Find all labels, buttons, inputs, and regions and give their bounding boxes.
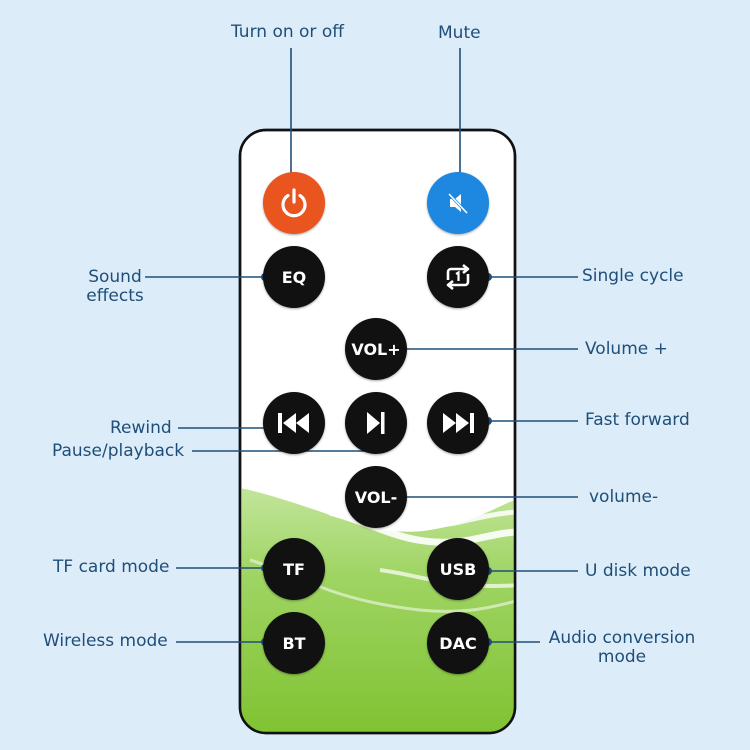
fast-forward-icon bbox=[443, 413, 474, 433]
repeat-one-icon bbox=[446, 263, 470, 291]
label-audio-conversion-line2: mode bbox=[597, 647, 647, 667]
bt-button[interactable]: BT bbox=[263, 612, 325, 674]
speaker-muted-icon bbox=[447, 192, 469, 215]
bt-button-label: BT bbox=[282, 633, 306, 653]
tf-button-label: TF bbox=[283, 559, 305, 579]
usb-button[interactable]: USB bbox=[427, 538, 489, 600]
volume-up-button[interactable]: VOL+ bbox=[345, 318, 407, 380]
volume-up-button-label: VOL+ bbox=[351, 339, 401, 359]
label-pause-playback: Pause/playback bbox=[52, 441, 185, 461]
play-pause-button[interactable] bbox=[345, 392, 407, 454]
fast-forward-button[interactable] bbox=[427, 392, 489, 454]
single-cycle-button[interactable] bbox=[427, 246, 489, 308]
tf-button[interactable]: TF bbox=[263, 538, 325, 600]
dac-button-label: DAC bbox=[439, 633, 477, 653]
eq-button-label: EQ bbox=[281, 267, 307, 287]
eq-button[interactable]: EQ bbox=[263, 246, 325, 308]
label-single-cycle: Single cycle bbox=[582, 266, 684, 286]
label-volume-up: Volume + bbox=[585, 339, 668, 359]
label-mute: Mute bbox=[438, 23, 481, 43]
label-power: Turn on or off bbox=[231, 22, 344, 42]
label-rewind: Rewind bbox=[110, 418, 172, 438]
label-sound-effects-line1: Sound bbox=[88, 267, 142, 287]
play-pause-icon bbox=[367, 412, 385, 434]
power-icon bbox=[281, 188, 307, 218]
label-tf-card-mode: TF card mode bbox=[53, 557, 170, 577]
label-volume-down: volume- bbox=[589, 487, 659, 507]
rewind-button[interactable] bbox=[263, 392, 325, 454]
label-wireless-mode: Wireless mode bbox=[43, 631, 168, 651]
mute-button[interactable] bbox=[427, 172, 489, 234]
label-audio-conversion-line1: Audio conversion bbox=[548, 628, 696, 648]
label-u-disk-mode: U disk mode bbox=[585, 561, 691, 581]
rewind-icon bbox=[278, 413, 309, 433]
volume-down-button-label: VOL- bbox=[354, 487, 398, 507]
volume-down-button[interactable]: VOL- bbox=[345, 466, 407, 528]
label-fast-forward: Fast forward bbox=[585, 410, 690, 430]
dac-button[interactable]: DAC bbox=[427, 612, 489, 674]
label-sound-effects: Sound effects bbox=[82, 268, 148, 306]
power-button[interactable] bbox=[263, 172, 325, 234]
label-audio-conversion-mode: Audio conversion mode bbox=[543, 629, 701, 667]
label-sound-effects-line2: effects bbox=[86, 286, 144, 306]
usb-button-label: USB bbox=[439, 559, 477, 579]
